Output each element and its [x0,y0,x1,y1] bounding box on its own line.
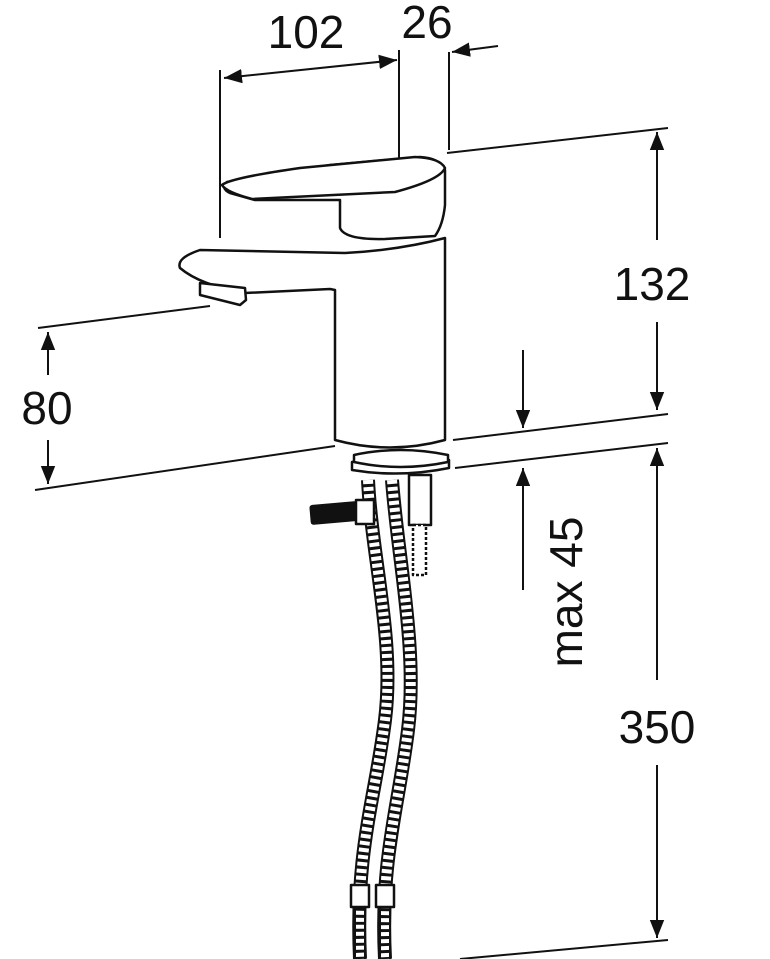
dim-label-max-deck-thickness: max 45 [540,517,592,668]
mounting-hardware [309,473,433,577]
faucet-illustration [178,155,451,475]
dim-label-spout-reach: 102 [268,6,345,58]
dim-label-spout-height: 80 [21,382,72,434]
dim-label-hose-length: 350 [619,701,696,753]
dim-label-total-height: 132 [614,258,691,310]
extension-lines [34,50,669,959]
flexible-hoses [349,479,418,959]
dimension-arrows [40,42,665,938]
dim-label-handle-offset: 26 [401,0,452,48]
